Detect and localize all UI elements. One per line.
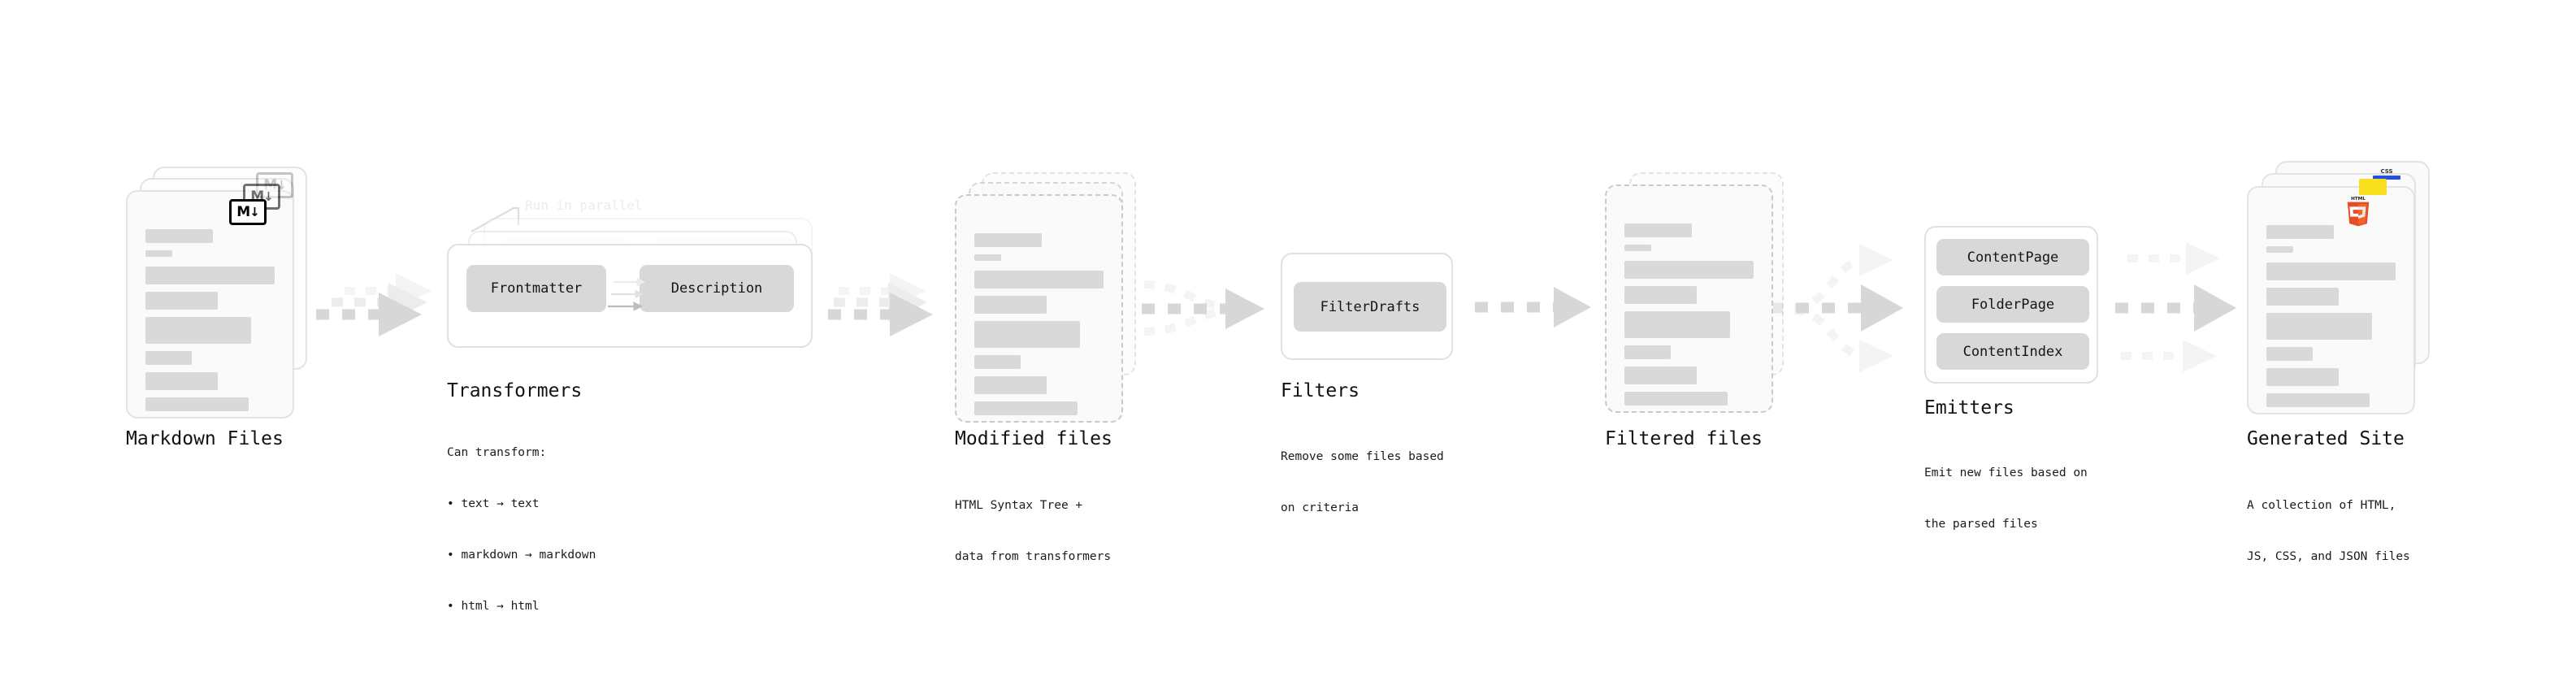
- emitter-chip-contentpage-label: ContentPage: [1967, 249, 2059, 266]
- modified-file-content: [974, 233, 1104, 423]
- filters-title: Filters: [1281, 380, 1360, 401]
- filters-description: Remove some files based on criteria: [1281, 414, 1444, 551]
- html5-icon: HTML: [2347, 197, 2370, 227]
- modified-files-stack: [955, 172, 1142, 424]
- markdown-files-stack: M↓ M↓ M↓: [126, 167, 313, 419]
- svg-text:HTML: HTML: [2351, 197, 2366, 202]
- markdown-file-card-front: [126, 190, 294, 419]
- modified-files-desc-line-0: HTML Syntax Tree +: [955, 499, 1083, 512]
- transformers-description: Can transform: • text → text • markdown …: [447, 410, 596, 649]
- modified-file-card-front: [955, 194, 1123, 423]
- transformers-desc-line-2: • markdown → markdown: [447, 549, 596, 562]
- emitters-description: Emit new files based on the parsed files: [1924, 431, 2088, 567]
- filter-chip-filterdrafts-label: FilterDrafts: [1320, 298, 1420, 315]
- transformer-chip-description[interactable]: Description: [640, 265, 794, 312]
- transformers-desc-line-3: • html → html: [447, 600, 540, 613]
- generated-site-description: A collection of HTML, JS, CSS, and JSON …: [2247, 463, 2410, 600]
- generated-site-title: Generated Site: [2247, 428, 2405, 449]
- emitter-chip-folderpage[interactable]: FolderPage: [1936, 286, 2089, 323]
- generated-site-desc-line-0: A collection of HTML,: [2247, 499, 2396, 512]
- arrow-emitters-to-site: [2115, 242, 2236, 372]
- transformers-desc-line-0: Can transform:: [447, 446, 547, 459]
- arrow-transformers-to-modified: [828, 273, 933, 336]
- transformers-title: Transformers: [447, 380, 583, 401]
- css-icon-bar: [2373, 176, 2400, 180]
- filtered-files-title: Filtered files: [1605, 428, 1763, 449]
- generated-site-card-front: [2247, 186, 2415, 414]
- filtered-files-stack: [1605, 172, 1792, 424]
- filters-box[interactable]: FilterDrafts: [1281, 253, 1453, 360]
- modified-files-desc-line-1: data from transformers: [955, 550, 1112, 563]
- transformers-stack: Frontmatter Description: [447, 218, 829, 364]
- filters-desc-line-0: Remove some files based: [1281, 450, 1444, 463]
- generated-site-content: [2266, 225, 2396, 414]
- generated-site-stack: CSS HTML: [2247, 161, 2450, 421]
- filtered-file-card-front: [1605, 184, 1773, 413]
- transformer-chip-frontmatter[interactable]: Frontmatter: [466, 265, 606, 312]
- filters-desc-line-1: on criteria: [1281, 501, 1360, 514]
- emitter-chip-contentindex-label: ContentIndex: [1962, 343, 2063, 360]
- transformer-box-front[interactable]: Frontmatter Description: [447, 244, 813, 348]
- filtered-file-content: [1624, 223, 1754, 413]
- transformer-chip-frontmatter-label: Frontmatter: [490, 280, 583, 297]
- transformers-desc-line-1: • text → text: [447, 497, 540, 510]
- transformer-inner-arrows: [608, 277, 646, 311]
- css-icon: CSS: [2373, 163, 2400, 180]
- js-icon: [2359, 179, 2387, 195]
- emitters-title: Emitters: [1924, 397, 2014, 419]
- filter-chip-filterdrafts[interactable]: FilterDrafts: [1294, 282, 1446, 332]
- arrow-modified-to-filters: [1142, 280, 1264, 336]
- arrow-filters-to-filtered: [1475, 287, 1591, 327]
- markdown-files-title: Markdown Files: [126, 428, 284, 449]
- emitter-chip-contentindex[interactable]: ContentIndex: [1936, 333, 2089, 370]
- css-icon-label: CSS: [2380, 168, 2393, 175]
- markdown-file-content: [145, 229, 275, 419]
- transformer-chip-description-label: Description: [670, 280, 763, 297]
- modified-files-description: HTML Syntax Tree + data from transformer…: [955, 463, 1111, 600]
- modified-files-title: Modified files: [955, 428, 1112, 449]
- emitters-desc-line-1: the parsed files: [1924, 518, 2038, 531]
- run-in-parallel-hint: Run in parallel: [525, 197, 643, 213]
- emitters-desc-line-0: Emit new files based on: [1924, 466, 2088, 479]
- emitters-box[interactable]: ContentPage FolderPage ContentIndex: [1924, 226, 2098, 384]
- emitter-chip-contentpage[interactable]: ContentPage: [1936, 239, 2089, 275]
- markdown-icon: M↓: [229, 199, 267, 225]
- emitter-chip-folderpage-label: FolderPage: [1971, 296, 2055, 313]
- arrow-markdown-to-transformers: [316, 273, 432, 336]
- generated-site-desc-line-1: JS, CSS, and JSON files: [2247, 550, 2410, 563]
